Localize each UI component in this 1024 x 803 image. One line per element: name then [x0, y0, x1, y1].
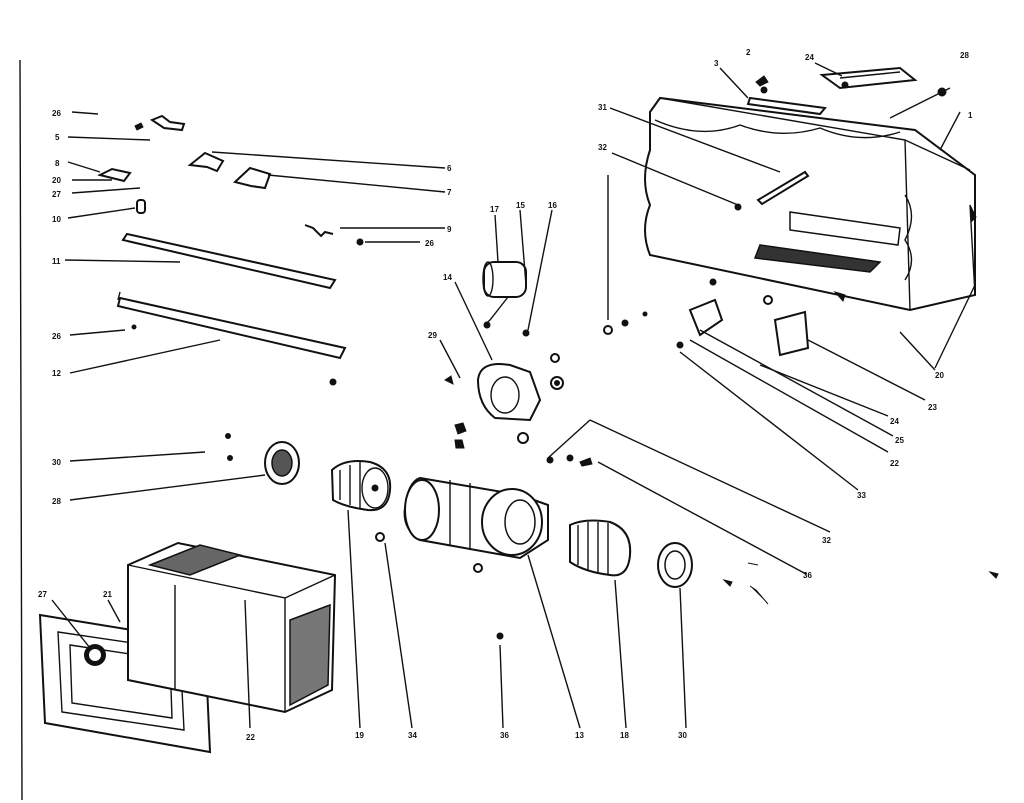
small-screws-9: [304, 224, 445, 246]
motor-17: [482, 209, 553, 337]
rail-12: [69, 291, 347, 386]
cabinet-1: [644, 96, 976, 312]
callout-28-b: 28: [960, 51, 969, 60]
callout-25: 25: [895, 436, 904, 445]
callout-32-b: 32: [822, 536, 831, 545]
callout-26-c: 26: [425, 239, 434, 248]
callout-22: 22: [890, 459, 899, 468]
callout-26-b: 26: [52, 332, 61, 341]
callout-10: 10: [52, 215, 61, 224]
gasket-30-right: [657, 542, 693, 729]
callout-12: 12: [52, 369, 61, 378]
callout-13: 13: [575, 731, 584, 740]
callout-21: 21: [103, 590, 112, 599]
gasket-28: [69, 441, 300, 501]
callout-29: 29: [428, 331, 437, 340]
washer-34: [375, 532, 413, 729]
callout-18: 18: [620, 731, 629, 740]
callout-36-b: 36: [500, 731, 509, 740]
callout-9: 9: [447, 225, 452, 234]
callout-3: 3: [714, 59, 719, 68]
callout-14: 14: [443, 273, 452, 282]
callout-22-b: 22: [246, 733, 255, 742]
callout-23: 23: [928, 403, 937, 412]
blower-housing-14: [439, 281, 564, 422]
callout-34: 34: [408, 731, 417, 740]
callout-17: 17: [490, 205, 499, 214]
callout-19: 19: [355, 731, 364, 740]
callout-33: 33: [857, 491, 866, 500]
left-margin-line: [19, 59, 23, 801]
callout-15: 15: [516, 201, 525, 210]
callout-30-b: 30: [678, 731, 687, 740]
callout-27-b: 27: [38, 590, 47, 599]
callout-24-b: 24: [890, 417, 899, 426]
filter-housing-22: [127, 541, 337, 729]
callout-1: 1: [968, 111, 973, 120]
fan-wheel-19: [330, 460, 392, 729]
bracket-parts: [67, 151, 446, 219]
callout-26: 26: [52, 109, 61, 118]
top-parts-2-3-24: [609, 62, 951, 211]
screws-30: [69, 433, 233, 462]
rod-11: [64, 232, 337, 290]
callout-36: 36: [803, 571, 812, 580]
callout-7: 7: [447, 188, 452, 197]
callout-27: 27: [52, 190, 61, 199]
fan-wheel-18: [569, 519, 632, 729]
callout-24: 24: [805, 53, 814, 62]
callout-8: 8: [55, 159, 60, 168]
callout-16: 16: [548, 201, 557, 210]
control-parts-right: [603, 175, 999, 579]
motor-assembly-13: [403, 422, 581, 729]
small-fasteners-center: [496, 419, 831, 729]
callout-11: 11: [52, 257, 61, 266]
callout-6: 6: [447, 164, 452, 173]
callout-20: 20: [52, 176, 61, 185]
callout-5: 5: [55, 133, 60, 142]
callout-20-b: 20: [935, 371, 944, 380]
callout-28: 28: [52, 497, 61, 506]
callout-2: 2: [746, 48, 751, 57]
callout-30: 30: [52, 458, 61, 467]
callout-31: 31: [598, 103, 607, 112]
callout-32: 32: [598, 143, 607, 152]
clip-assembly-top: [67, 111, 186, 141]
